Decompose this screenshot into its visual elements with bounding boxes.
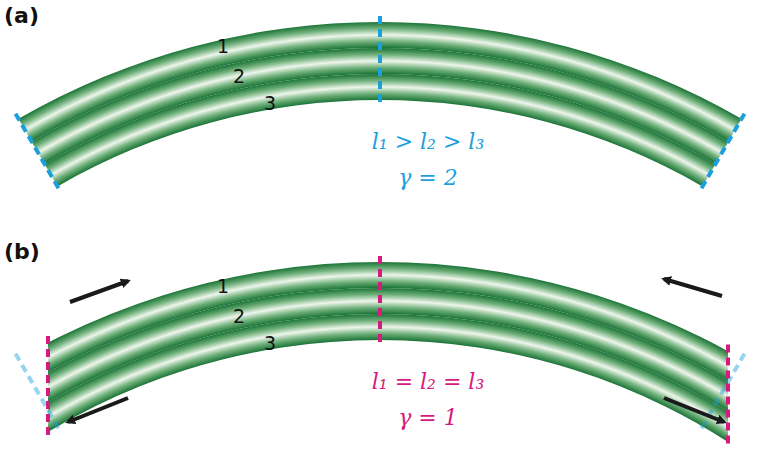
strand-number: 1 — [217, 36, 229, 57]
section-line — [378, 256, 382, 345]
strand-number: 3 — [264, 333, 276, 354]
gamma-value: γ = 1 — [398, 406, 458, 430]
original-section-line — [16, 354, 61, 431]
length-relation: l₁ > l₂ > l₃ — [372, 130, 484, 154]
slip-arrow — [68, 398, 128, 422]
panel-label: (a) — [4, 4, 39, 28]
strand-number: 3 — [264, 93, 276, 114]
fiber-strand — [48, 314, 728, 452]
section-line — [378, 16, 382, 105]
strand-number: 2 — [233, 66, 245, 87]
fiber-strand — [45, 74, 716, 186]
section-line — [46, 336, 50, 438]
slip-arrow — [664, 398, 724, 422]
section-line — [16, 114, 61, 191]
strand-number: 1 — [217, 276, 229, 297]
length-relation: l₁ = l₂ = l₃ — [372, 370, 484, 394]
slip-arrow — [70, 281, 128, 302]
strand-number: 2 — [233, 306, 245, 327]
slip-arrow — [664, 279, 722, 296]
gamma-value: γ = 2 — [398, 166, 458, 190]
section-line — [726, 344, 730, 447]
panel-label: (b) — [4, 240, 40, 264]
section-line — [700, 114, 745, 191]
